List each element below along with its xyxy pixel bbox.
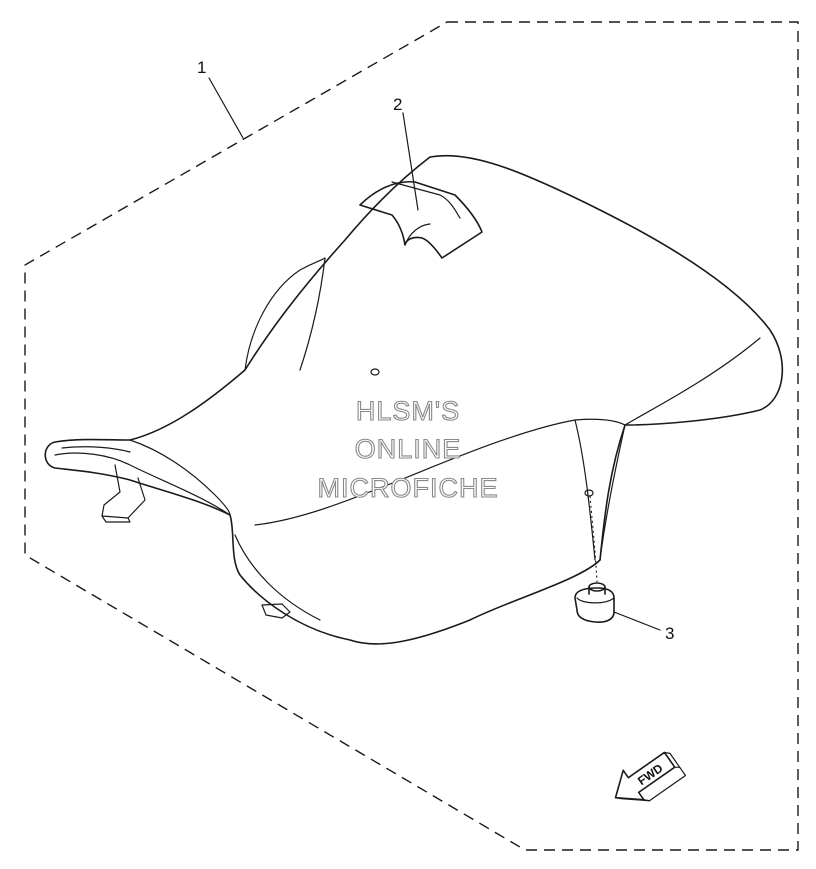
- callout-3: 3: [665, 624, 674, 643]
- leader-line-2: [402, 112, 419, 211]
- leader-line-1: [208, 77, 244, 139]
- callout-2: 2: [393, 95, 402, 114]
- leader-line-3: [613, 611, 661, 631]
- watermark-line-1: HLSM'S: [356, 396, 460, 426]
- watermark-line-2: ONLINE: [355, 434, 462, 464]
- assembly-boundary: [24, 21, 799, 851]
- callout-1: 1: [197, 58, 206, 77]
- watermark-line-3: MICROFICHE: [318, 473, 499, 503]
- damper-part: [574, 582, 615, 623]
- strap-part: [359, 180, 483, 259]
- seat-drawing: [44, 154, 784, 645]
- fwd-arrow-icon: FWD: [614, 751, 687, 802]
